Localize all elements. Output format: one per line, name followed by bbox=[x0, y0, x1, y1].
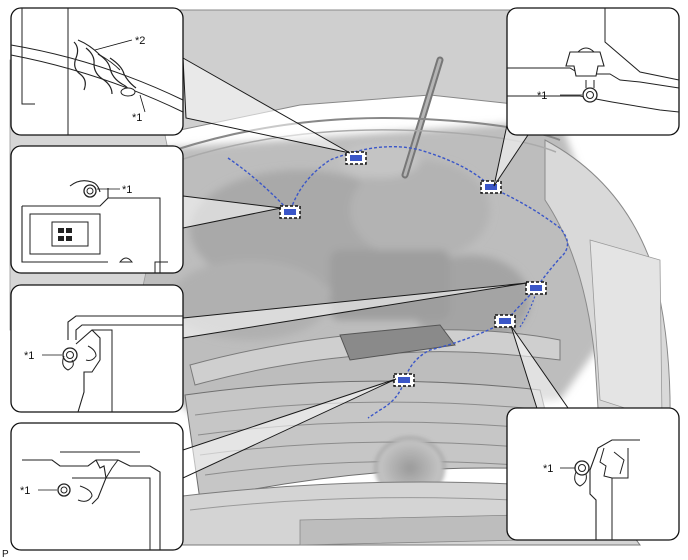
clamp-marker-3 bbox=[279, 205, 301, 219]
callout-bottom-right-label-1: *1 bbox=[543, 463, 553, 475]
callout-top-right-label-1: *1 bbox=[537, 90, 547, 102]
callout-left-3-label-1: *1 bbox=[24, 350, 34, 362]
vehicle-background bbox=[9, 9, 671, 546]
callout-top-left: *2 *1 bbox=[10, 7, 184, 136]
callout-mid-left-label-1: *1 bbox=[122, 184, 132, 196]
radiator-support bbox=[189, 329, 561, 386]
clamp-marker-5 bbox=[494, 314, 516, 328]
clamp-marker-6 bbox=[393, 373, 415, 387]
callout-bottom-left: *1 bbox=[10, 422, 184, 551]
callout-leaders bbox=[182, 57, 576, 479]
callout-top-right: *1 bbox=[506, 7, 680, 136]
clamp-marker-2 bbox=[480, 180, 502, 194]
clamp-marker-1 bbox=[345, 151, 367, 165]
callout-left-3: *1 bbox=[10, 284, 184, 413]
callout-top-left-label-1: *2 bbox=[135, 35, 145, 47]
figure-code: P bbox=[2, 549, 9, 560]
harness-route-main bbox=[227, 146, 569, 419]
clamp-marker-4 bbox=[525, 281, 547, 295]
clamp-markers bbox=[279, 151, 547, 387]
callout-mid-left: *1 bbox=[10, 145, 184, 274]
callout-bottom-left-label-1: *1 bbox=[20, 485, 30, 497]
callout-bottom-right: *1 bbox=[506, 407, 680, 541]
callout-top-left-label-2: *1 bbox=[132, 112, 142, 124]
